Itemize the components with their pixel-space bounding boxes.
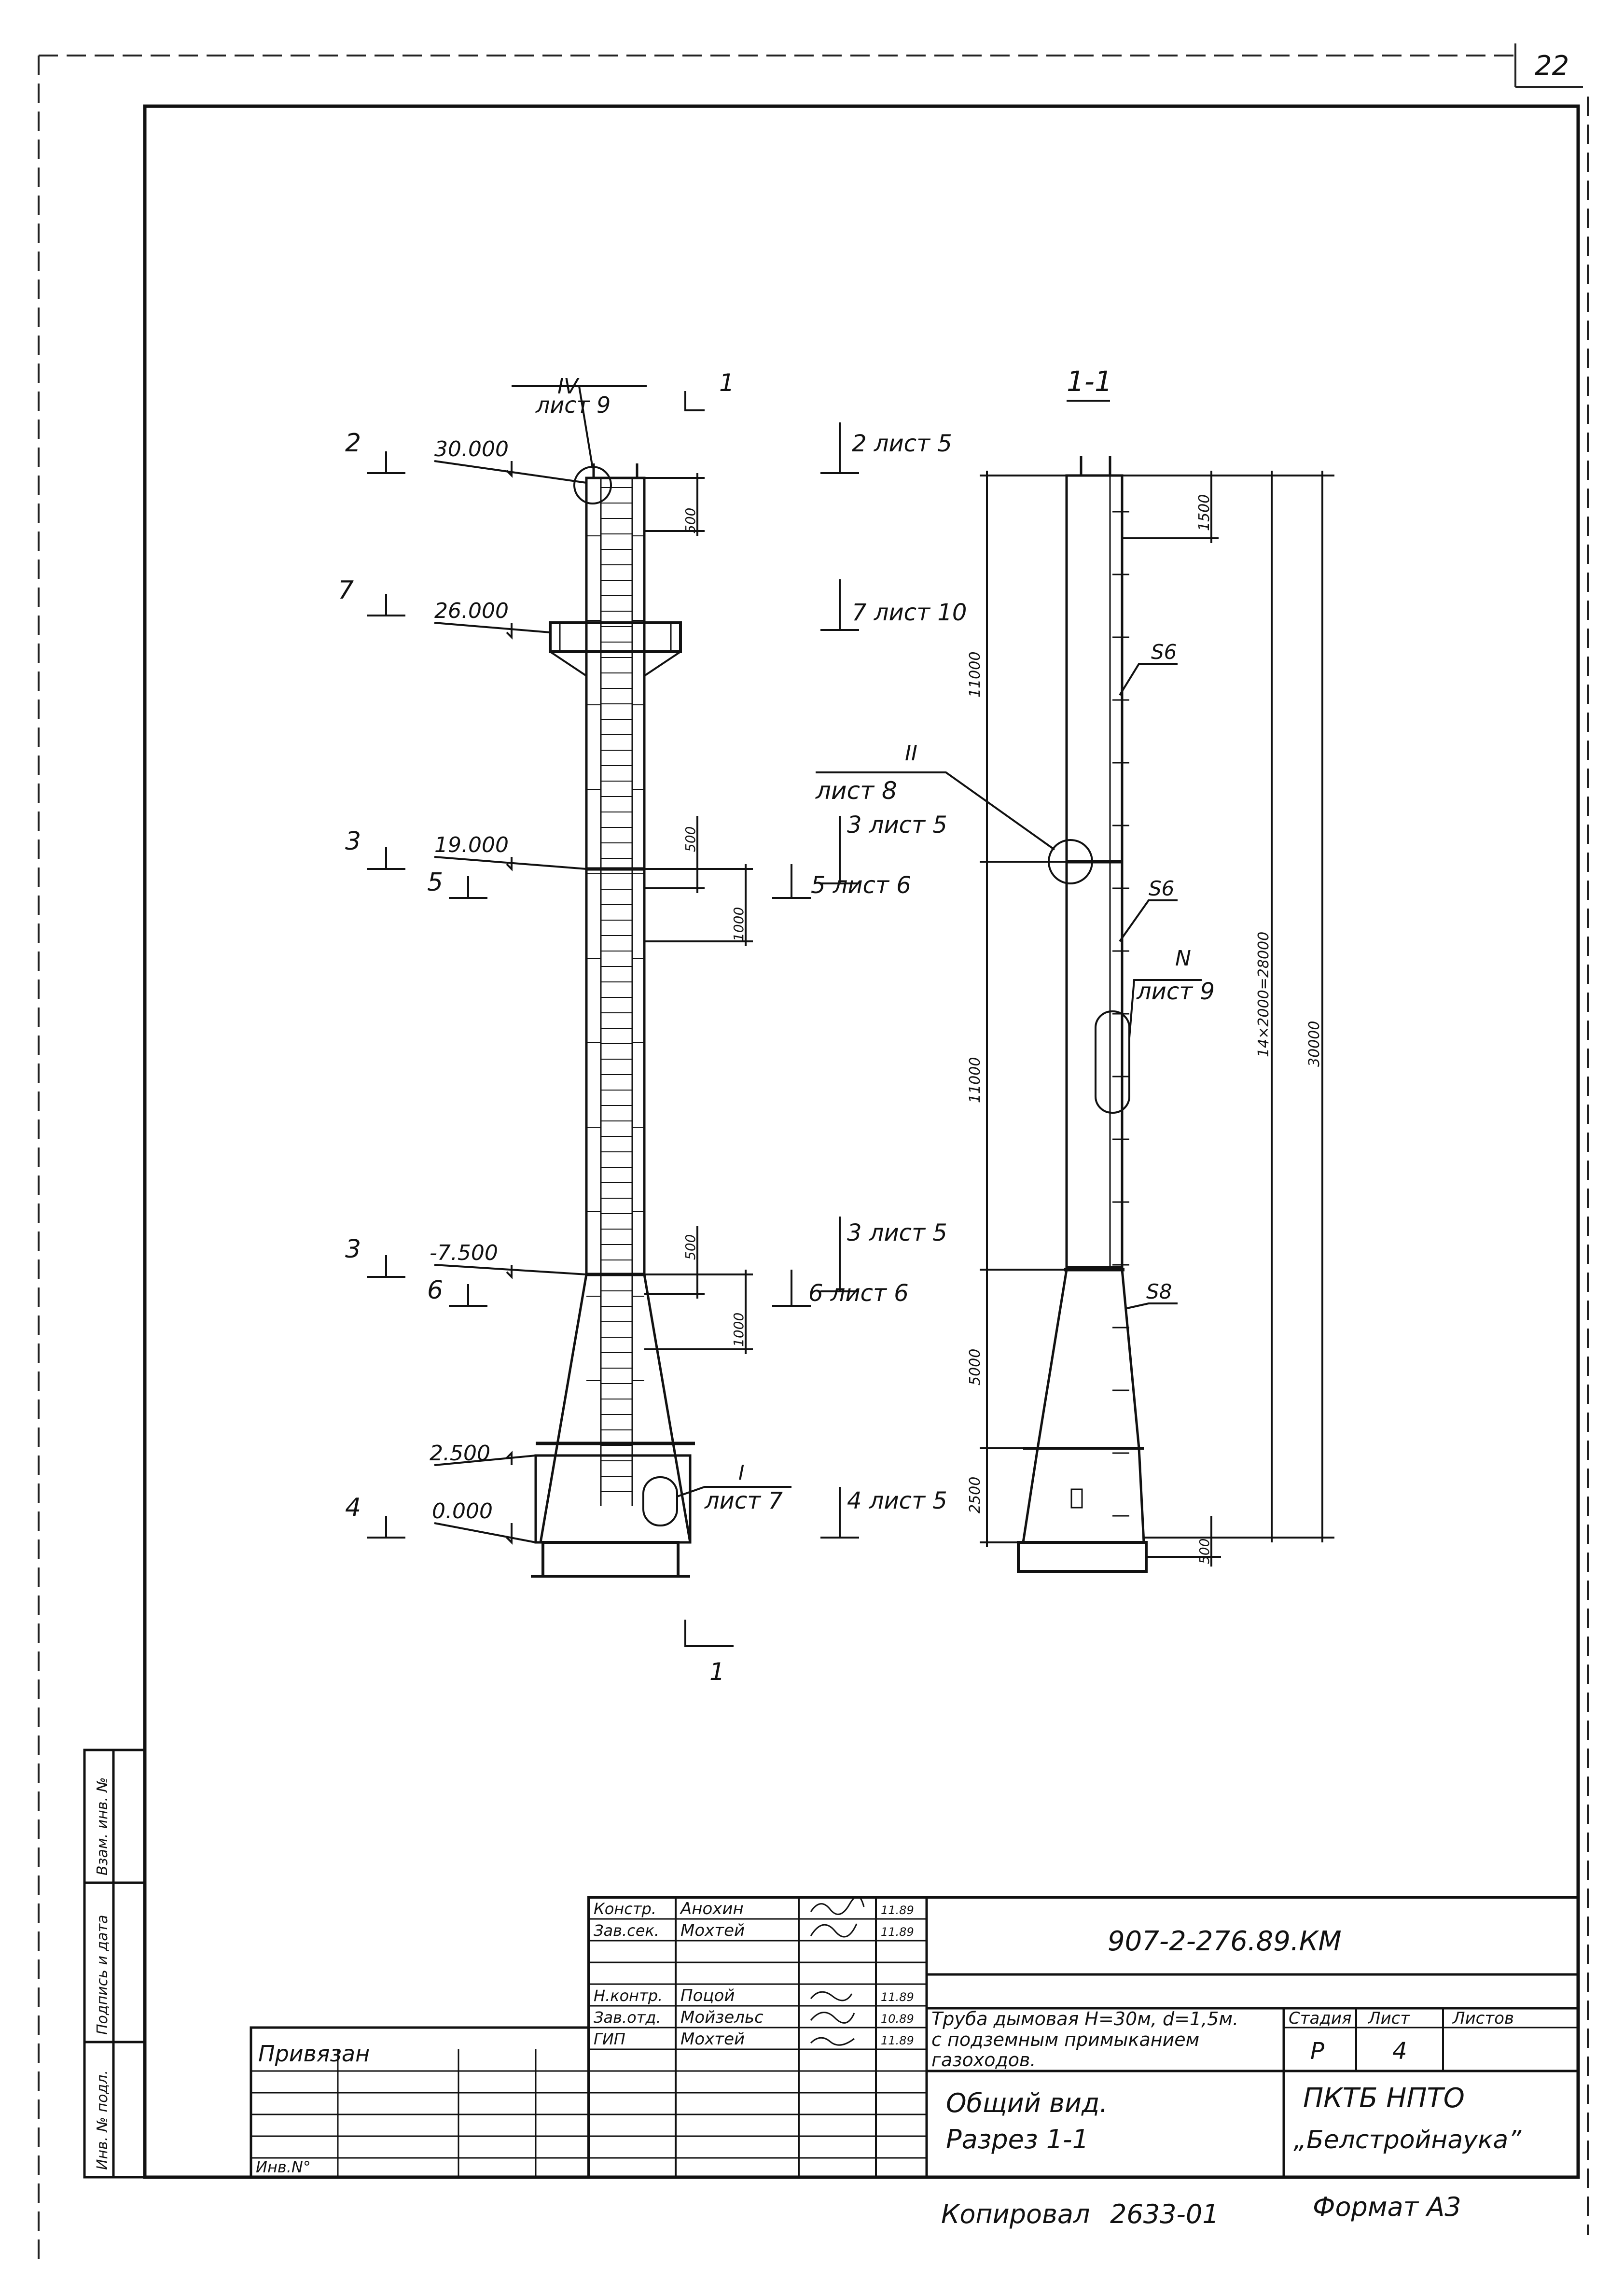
left-marker-4: 4 <box>345 1493 361 1522</box>
detail-II-mark: II <box>905 741 917 766</box>
dim-left-11000-b: 11000 <box>967 1057 984 1103</box>
section-mark-top: 1 <box>719 369 735 397</box>
sign-name-2: Поцой <box>680 1986 735 2005</box>
title-block-grid <box>250 1896 1580 2179</box>
dim-right-30000: 30000 <box>1306 1021 1323 1067</box>
thickness-S6-b: S6 <box>1149 877 1174 900</box>
sheet-value: 4 <box>1392 2038 1407 2065</box>
detail-I-ref: лист 7 <box>704 1487 783 1514</box>
left-marker-3a: 3 <box>345 827 361 856</box>
section-mark-bottom: 1 <box>709 1658 725 1686</box>
dim-right-28000: 14×2000=28000 <box>1255 932 1272 1057</box>
chimney-elevation <box>531 463 695 1578</box>
sign-date-1: 11.89 <box>881 1925 914 1939</box>
elevation-26000: 26.000 <box>434 599 509 623</box>
section-ticks <box>1112 511 1129 1517</box>
sign-name-4: Мохтей <box>680 2029 745 2049</box>
sign-name-3: Мойзельс <box>680 2008 763 2027</box>
elevation-2500: 2.500 <box>430 1441 490 1466</box>
stamp-inv-no: Инв. № подл. <box>94 2070 111 2170</box>
sign-date-0: 11.89 <box>881 1903 914 1917</box>
left-marker-3b: 3 <box>345 1235 361 1264</box>
elevation-leaders <box>367 385 859 1647</box>
sign-date-4: 11.89 <box>881 2034 914 2047</box>
org-name-2: „Белстройнаука” <box>1293 2126 1522 2155</box>
doc-code: 907-2-276.89.КМ <box>1108 1926 1342 1957</box>
thickness-S6-a: S6 <box>1151 640 1177 664</box>
object-title-2: с подземным примыканием <box>931 2029 1199 2050</box>
signature-rows: Констр. Анохин 11.89 Зав.сек. Мохтей 11.… <box>594 1899 914 2049</box>
ladder-rungs <box>586 487 644 1492</box>
top-callout-mark: IV <box>557 374 580 399</box>
format-label: Формат А3 <box>1313 2192 1461 2222</box>
elevation-7500: -7.500 <box>430 1241 498 1265</box>
sign-role-3: Зав.отд. <box>594 2008 661 2027</box>
signature-scribbles <box>810 1896 865 2046</box>
dim-left-11000-a: 11000 <box>967 652 984 698</box>
stage-header: Стадия <box>1289 2009 1351 2028</box>
top-callout-ref: лист 9 <box>535 392 611 418</box>
opening-N-ref: лист 9 <box>1136 978 1215 1005</box>
ref-3-sheet5-b: 3 лист 5 <box>847 1219 947 1246</box>
sheet-title-2: Разрез 1-1 <box>946 2124 1089 2155</box>
ref-2-sheet5: 2 лист 5 <box>852 430 952 457</box>
sign-role-1: Зав.сек. <box>594 1921 659 1940</box>
sheet-title-1: Общий вид. <box>946 2088 1108 2118</box>
elevation-0000: 0.000 <box>432 1499 493 1524</box>
sign-name-1: Мохтей <box>680 1921 745 1940</box>
privyazan-label: Привязан <box>258 2041 370 2067</box>
copied-label: Копировал <box>941 2199 1090 2229</box>
dim-mid-500: 500 <box>682 826 698 852</box>
dim-left-2500: 2500 <box>967 1477 984 1513</box>
order-number: 2633-01 <box>1110 2199 1219 2229</box>
left-marker-7: 7 <box>338 576 354 605</box>
thickness-S8: S8 <box>1146 1280 1172 1303</box>
dim-low-1000: 1000 <box>731 1313 747 1347</box>
detail-II-ref: лист 8 <box>815 777 897 805</box>
section-title: 1-1 <box>1067 365 1112 398</box>
opening-N-mark: N <box>1175 946 1191 971</box>
dim-low-500: 500 <box>682 1234 698 1260</box>
stage-value: Р <box>1310 2038 1324 2065</box>
sign-date-2: 11.89 <box>881 1990 914 2004</box>
sign-date-3: 10.89 <box>881 2012 914 2026</box>
sign-name-0: Анохин <box>680 1899 744 1918</box>
left-marker-6: 6 <box>427 1276 443 1305</box>
stamp-sign-date: Подпись и дата <box>94 1915 111 2035</box>
sheets-header: Листов <box>1452 2009 1514 2028</box>
org-name-1: ПКТБ НПТО <box>1303 2083 1465 2114</box>
trim-frame <box>38 43 1589 2264</box>
inv-no-label: Инв.N° <box>256 2158 311 2176</box>
section-leaders <box>816 400 1334 1567</box>
sheet-header: Лист <box>1367 2009 1410 2028</box>
chimney-section <box>1017 456 1148 1573</box>
stamp-replace-inv: Взам. инв. № <box>94 1777 111 1875</box>
left-marker-5: 5 <box>427 868 443 897</box>
side-stamp <box>83 1749 146 2179</box>
dim-top-1500: 1500 <box>1196 494 1213 531</box>
sheet-number: 22 <box>1535 50 1569 82</box>
ref-3-sheet5-a: 3 лист 5 <box>847 812 947 839</box>
ref-6-sheet6: 6 лист 6 <box>808 1280 909 1307</box>
sign-role-0: Констр. <box>594 1900 656 1918</box>
dim-left-5000: 5000 <box>967 1349 984 1385</box>
object-title-1: Труба дымовая Н=30м, d=1,5м. <box>931 2008 1238 2029</box>
sign-role-2: Н.контр. <box>594 1987 663 2005</box>
dim-top-500: 500 <box>682 508 698 533</box>
ref-7-sheet10: 7 лист 10 <box>852 599 967 626</box>
detail-I-mark: I <box>738 1461 744 1484</box>
dim-bottom-500: 500 <box>1196 1539 1212 1564</box>
elevation-30000: 30.000 <box>434 437 509 462</box>
dim-mid-1000: 1000 <box>731 907 747 941</box>
elevation-19000: 19.000 <box>434 833 509 857</box>
left-marker-2: 2 <box>345 429 361 458</box>
ref-4-sheet5: 4 лист 5 <box>847 1487 947 1514</box>
sign-role-4: ГИП <box>594 2030 625 2048</box>
object-title-3: газоходов. <box>931 2049 1036 2071</box>
ref-5-sheet6: 5 лист 6 <box>811 872 911 899</box>
